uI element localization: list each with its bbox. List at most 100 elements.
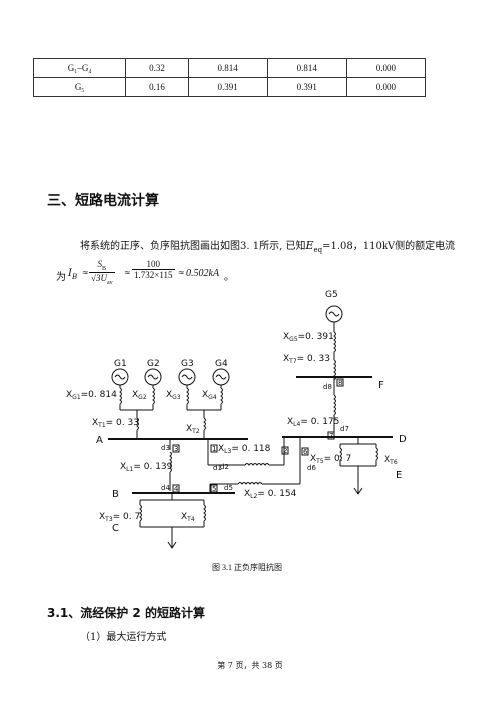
breaker-label-1: 1 bbox=[212, 445, 216, 453]
label-xt5: X bbox=[310, 454, 316, 464]
svg-text:XG5=0. 391: XG5=0. 391 bbox=[283, 332, 334, 343]
svg-text:XT1= 0. 33: XT1= 0. 33 bbox=[92, 418, 139, 429]
breaker-label-6: 6 bbox=[303, 448, 308, 456]
ib-subscript: B bbox=[71, 273, 78, 281]
breaker-label-3: 3 bbox=[174, 445, 178, 453]
eeq-value: =1.08， bbox=[322, 241, 363, 252]
label-d2: d2 bbox=[220, 463, 229, 471]
label-g2: G2 bbox=[147, 359, 160, 369]
label-xl1-sub: L1 bbox=[126, 466, 133, 473]
section-title: 三、短路电流计算 bbox=[47, 193, 159, 209]
label-xg1: X bbox=[66, 390, 72, 400]
breaker-8-icon bbox=[336, 378, 344, 387]
paragraph: 将系统的正序、负序阻抗图画出如图3. 1所示, 已知Eeq=1.08，110kV… bbox=[80, 239, 455, 257]
label-d5: d5 bbox=[224, 484, 233, 492]
table-cell: G₅ bbox=[32, 77, 127, 97]
label-d6: d6 bbox=[307, 464, 316, 472]
fraction-1: SB √3Uav bbox=[89, 259, 115, 286]
label-xg5: X bbox=[283, 332, 289, 342]
label-xt3-value: = 0. 7 bbox=[113, 512, 141, 522]
svg-text:XL4= 0. 175: XL4= 0. 175 bbox=[287, 417, 339, 428]
label-xt7: X bbox=[283, 354, 289, 364]
approx-sign: ≈ bbox=[82, 268, 89, 277]
svg-text:XG4: XG4 bbox=[202, 390, 217, 401]
label-bus-a: A bbox=[96, 435, 103, 446]
label-xl4-sub: L4 bbox=[293, 421, 300, 428]
breaker-label-5: 5 bbox=[212, 485, 216, 493]
formula-end: 。 bbox=[224, 272, 234, 283]
label-xg5-value: =0. 391 bbox=[298, 332, 334, 342]
sine-icon bbox=[328, 311, 340, 317]
label-xt4-sub: T4 bbox=[186, 516, 195, 523]
breaker-label-2: 2 bbox=[283, 447, 287, 455]
label-xg1-sub: G1 bbox=[72, 394, 81, 401]
svg-text:XG1=0. 814: XG1=0. 814 bbox=[66, 390, 117, 401]
label-xt4: X bbox=[181, 512, 187, 522]
table-cell: 0.391 bbox=[187, 77, 268, 97]
paragraph-lead: 将系统的正序、负序阻抗图画出如图3. 1所示, 已知 bbox=[80, 241, 306, 252]
label-xt5-sub: T5 bbox=[315, 458, 324, 465]
label-xl3-value: = 0. 118 bbox=[231, 444, 270, 454]
label-xt2-sub: T2 bbox=[191, 428, 200, 435]
ib-symbol: I bbox=[68, 268, 72, 279]
label-bus-b: B bbox=[112, 489, 119, 500]
label-xg2: X bbox=[132, 390, 138, 400]
label-d4: d4 bbox=[161, 484, 170, 492]
paragraph-rest: 110kV侧的额定电流 bbox=[362, 241, 456, 252]
table-cell: 0.16 bbox=[125, 77, 189, 97]
breaker-label-8: 8 bbox=[338, 379, 342, 387]
label-g3: G3 bbox=[181, 359, 194, 369]
breaker-6-icon bbox=[301, 447, 309, 456]
svg-text:XL2= 0. 154: XL2= 0. 154 bbox=[244, 489, 297, 500]
subsubsection-title: （1）最大运行方式 bbox=[80, 632, 167, 643]
label-xg4: X bbox=[202, 390, 208, 400]
svg-text:XG3: XG3 bbox=[166, 390, 181, 401]
label-xg2-sub: G2 bbox=[138, 394, 147, 401]
label-xt1: X bbox=[92, 418, 98, 428]
label-bus-e: E bbox=[396, 470, 402, 481]
label-xl4-value: = 0. 175 bbox=[300, 417, 339, 427]
label-xt2: X bbox=[186, 424, 192, 434]
label-xl4: X bbox=[287, 417, 293, 427]
breaker-1-icon bbox=[210, 444, 218, 453]
label-xl3-sub: L3 bbox=[224, 448, 231, 455]
svg-text:XT4: XT4 bbox=[181, 512, 195, 523]
label-xt6: X bbox=[384, 455, 390, 465]
label-d3: d3 bbox=[161, 444, 170, 452]
figure-caption: 图 3.1 正负序阻抗图 bbox=[212, 563, 282, 572]
label-xl2-value: = 0. 154 bbox=[257, 489, 296, 499]
label-xg3-sub: G3 bbox=[172, 394, 181, 401]
table-cell: 0.000 bbox=[345, 77, 427, 97]
fraction-1-numerator: S bbox=[97, 259, 103, 269]
svg-text:XT5= 0. 7: XT5= 0. 7 bbox=[310, 454, 351, 465]
label-xt3-sub: T3 bbox=[104, 516, 113, 523]
parameter-table: G₁–G₄ 0.32 0.814 0.814 0.000 G₅ 0.16 0.3… bbox=[32, 58, 427, 97]
label-xt1-sub: T1 bbox=[97, 422, 106, 429]
label-d1: d1 bbox=[213, 464, 222, 472]
page-footer: 第 7 页，共 38 页 bbox=[217, 661, 283, 670]
breaker-2-icon bbox=[281, 446, 289, 455]
eeq-subscript: eq bbox=[313, 246, 323, 254]
table-row: G₅ 0.16 0.391 0.391 0.000 bbox=[32, 77, 427, 97]
svg-text:XT7= 0. 33: XT7= 0. 33 bbox=[283, 354, 330, 365]
label-xl2-sub: L2 bbox=[250, 493, 257, 500]
fraction-1-denominator-sub: av bbox=[106, 279, 113, 286]
fraction-1-denominator: √3U bbox=[91, 272, 107, 283]
label-xt1-value: = 0. 33 bbox=[106, 418, 139, 428]
table-row: G₁–G₄ 0.32 0.814 0.814 0.000 bbox=[32, 58, 427, 78]
label-bus-d: D bbox=[399, 434, 407, 445]
label-xt7-sub: T7 bbox=[288, 358, 297, 365]
label-xt3: X bbox=[99, 512, 105, 522]
fraction-2-numerator: 100 bbox=[132, 259, 175, 270]
label-d7: d7 bbox=[340, 425, 349, 433]
fraction-1-numerator-sub: B bbox=[102, 265, 107, 272]
svg-text:XL1= 0. 139: XL1= 0. 139 bbox=[120, 462, 173, 473]
approx-sign: ≈ bbox=[178, 268, 185, 277]
svg-text:XT6: XT6 bbox=[384, 455, 398, 466]
approx-sign: ≈ bbox=[124, 268, 131, 277]
breaker-label-7: 7 bbox=[329, 432, 333, 440]
fraction-2-denominator: 1.732×115 bbox=[134, 270, 173, 280]
svg-text:XG2: XG2 bbox=[132, 390, 147, 401]
label-xl1-value: = 0. 139 bbox=[133, 462, 172, 472]
